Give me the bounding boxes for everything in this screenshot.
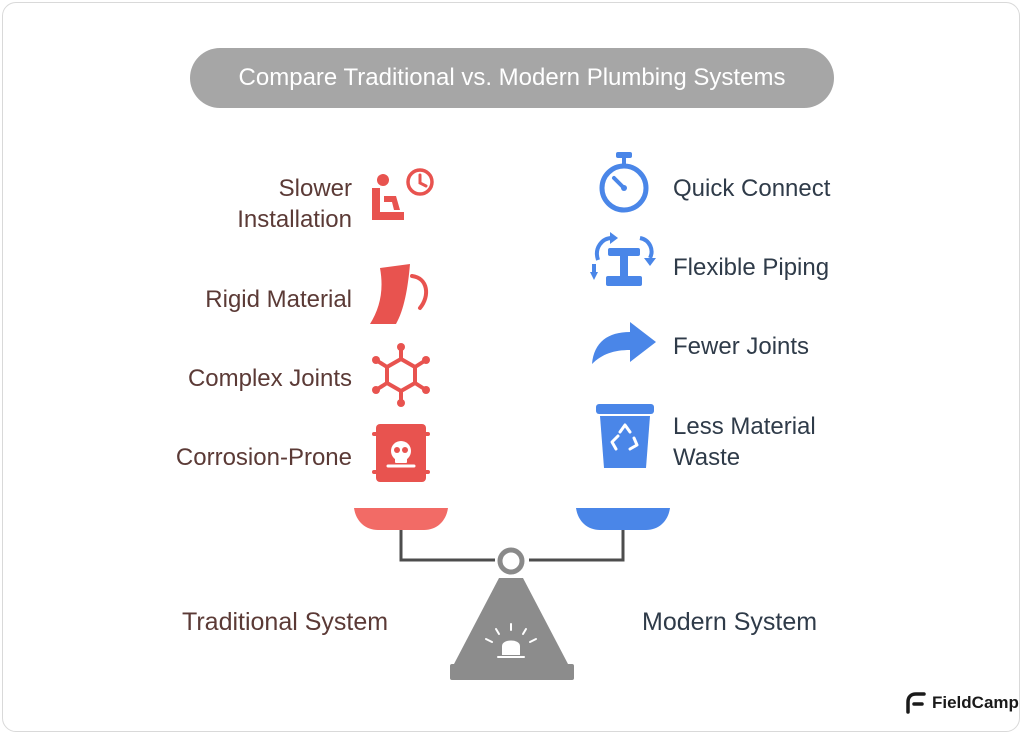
stopwatch-icon xyxy=(599,152,649,213)
fewer-joints-label: Fewer Joints xyxy=(673,333,810,360)
traditional-system-label: Traditional System xyxy=(182,608,389,636)
beacon-icon xyxy=(485,623,537,658)
traditional-pan xyxy=(354,508,448,530)
molecule-joints-icon xyxy=(372,343,430,407)
brand: FieldCamp xyxy=(906,690,1019,716)
rigid-material-label: Rigid Material xyxy=(205,286,352,313)
corrosion-prone-label: Corrosion-Prone xyxy=(175,444,352,471)
flexible-piping-label: Flexible Piping xyxy=(673,254,830,281)
rigid-sheet-icon xyxy=(370,264,429,324)
brand-name: FieldCamp xyxy=(932,693,1019,712)
modern-pan xyxy=(576,508,670,530)
pivot-circle xyxy=(497,547,525,575)
recycle-bin-icon xyxy=(596,404,654,468)
flexible-pipe-icon xyxy=(590,232,656,286)
less-material-waste-label: Less Material Waste xyxy=(673,413,816,471)
modern-system-label: Modern System xyxy=(642,608,818,636)
person-clock-icon xyxy=(372,168,434,220)
title: Compare Traditional vs. Modern Plumbing … xyxy=(190,48,834,108)
slower-installation-label: Slower Installation xyxy=(237,175,352,233)
balance-scale xyxy=(354,508,670,680)
fieldcamp-logo-icon xyxy=(906,692,926,714)
toxic-barrel-icon xyxy=(372,424,430,482)
quick-connect-label: Quick Connect xyxy=(673,175,831,202)
curved-arrow-icon xyxy=(592,322,656,364)
complex-joints-label: Complex Joints xyxy=(187,365,352,392)
